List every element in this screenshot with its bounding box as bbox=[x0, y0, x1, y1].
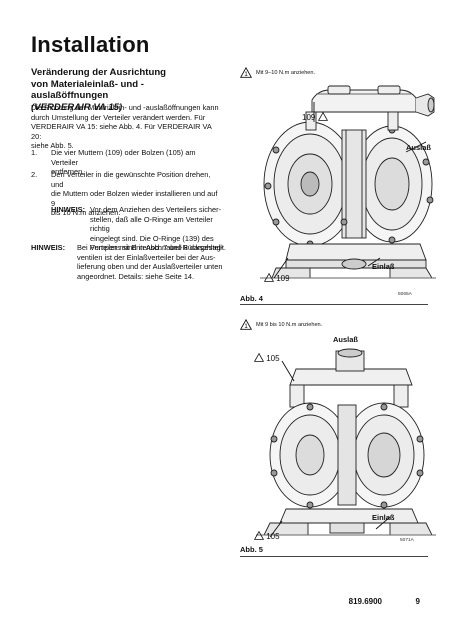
step-text: Die vier Muttern (109) oder Bolzen (105)… bbox=[51, 148, 196, 167]
intro-line: Die Richtung der Materialein- und -ausla… bbox=[31, 103, 219, 112]
fig4-warning-text: Mit 9–10 N.m anziehen. bbox=[256, 70, 316, 76]
page-title: Installation bbox=[31, 32, 150, 57]
intro-paragraph: Die Richtung der Materialein- und -ausla… bbox=[31, 103, 221, 151]
step-text: entfernen. bbox=[51, 167, 85, 177]
fig5-caption: Abb. 5 bbox=[240, 545, 263, 554]
step-text: bis 10 N.m anziehen. bbox=[51, 208, 121, 218]
fig5-inlet-label: Einlaß bbox=[372, 513, 395, 522]
note-text: Verteilers sind in Abb. 7 und 8 dargeste… bbox=[90, 243, 226, 253]
warning-symbol-number: 1 bbox=[244, 72, 248, 78]
note-text: ventilen ist der Einlaßverteiler bei der… bbox=[77, 252, 216, 262]
fig4-caption: Abb. 4 bbox=[240, 294, 263, 303]
intro-line: durch Umstellung der Verteiler verändert… bbox=[31, 112, 206, 122]
fig4-outlet-label: Auslaß bbox=[406, 143, 432, 152]
fig5-callout-top: 105 bbox=[253, 352, 280, 363]
note-text: angeordnet. Details: siehe Seite 14. bbox=[77, 271, 195, 281]
note-label: HINWEIS: bbox=[31, 243, 66, 252]
section-heading-line1: Veränderung der Ausrichtung bbox=[31, 67, 167, 78]
warning-triangle-icon: 1 bbox=[240, 319, 252, 330]
note-text: stellen, daß alle O-Ringe am Verteiler r… bbox=[90, 214, 213, 234]
warning-triangle-icon: 1 bbox=[240, 67, 252, 78]
intro-line: VERDERAIR VA 15: siehe Abb. 4. Für VERDE… bbox=[31, 122, 212, 141]
warning-symbol-number: 1 bbox=[244, 324, 248, 330]
section-heading-line3: (VERDERAIR VA 15) bbox=[31, 101, 123, 113]
step-number: 1. bbox=[31, 148, 38, 157]
note-text: Bei Pumpen mit Entenschnabel-Rückschlag- bbox=[77, 243, 224, 252]
fig4-pump-drawing bbox=[250, 82, 440, 292]
callout-number: 105 bbox=[266, 532, 280, 541]
callout-number: 109 bbox=[302, 113, 316, 122]
warning-triangle-icon bbox=[253, 352, 265, 362]
fig5-warning: 1 Mit 9 bis 10 N.m anziehen. bbox=[240, 319, 430, 331]
fig5-code: 5071A bbox=[400, 538, 414, 543]
fig4-inlet-label: Einlaß bbox=[372, 262, 395, 271]
step-2: 2. Den Verteiler in die gewünschte Posit… bbox=[31, 170, 221, 217]
note-text: eingelegt sind. Die O-Ringe (139) des bbox=[90, 233, 214, 243]
step-text: Den Verteiler in die gewünschte Position… bbox=[51, 170, 211, 189]
fig5-pump-drawing bbox=[256, 345, 436, 545]
section-heading: Veränderung der Ausrichtung von Material… bbox=[31, 67, 221, 113]
warning-triangle-icon bbox=[317, 111, 328, 121]
step-1: 1. Die vier Muttern (109) oder Bolzen (1… bbox=[31, 148, 221, 176]
document-number: 819.6900 bbox=[348, 597, 382, 606]
fig4-rule bbox=[240, 304, 428, 305]
note-label: HINWEIS: bbox=[51, 205, 86, 214]
step-number: 2. bbox=[31, 170, 38, 179]
fig4-callout-bottom: 109 bbox=[263, 272, 290, 283]
note-2: HINWEIS: Bei Pumpen mit Entenschnabel-Rü… bbox=[31, 243, 231, 283]
fig4-code: 5065A bbox=[398, 292, 412, 297]
note-text: Vor dem Anziehen des Verteilers sicher- bbox=[90, 205, 222, 214]
callout-number: 105 bbox=[266, 354, 280, 363]
note-text: lieferung oben und der Auslaßverteiler u… bbox=[77, 262, 223, 272]
fig5-warning-text: Mit 9 bis 10 N.m anziehen. bbox=[256, 322, 323, 328]
intro-line: siehe Abb. 5. bbox=[31, 141, 74, 151]
step-text: die Muttern oder Bolzen wieder installie… bbox=[51, 189, 218, 208]
fig5-rule bbox=[240, 556, 428, 557]
fig4-warning: 1 Mit 9–10 N.m anziehen. bbox=[240, 67, 430, 79]
page-number: 9 bbox=[415, 597, 420, 606]
fig5-outlet-label: Auslaß bbox=[333, 335, 359, 344]
warning-triangle-icon bbox=[253, 530, 265, 540]
fig4-callout-top: 109 bbox=[302, 111, 328, 122]
fig5-callout-bottom: 105 bbox=[253, 530, 280, 541]
warning-triangle-icon bbox=[263, 272, 275, 282]
callout-number: 109 bbox=[276, 274, 290, 283]
section-heading-line2: von Materialeinlaß- und -auslaßöffnungen bbox=[31, 78, 145, 102]
note-1: HINWEIS: Vor dem Anziehen des Verteilers… bbox=[51, 205, 231, 252]
